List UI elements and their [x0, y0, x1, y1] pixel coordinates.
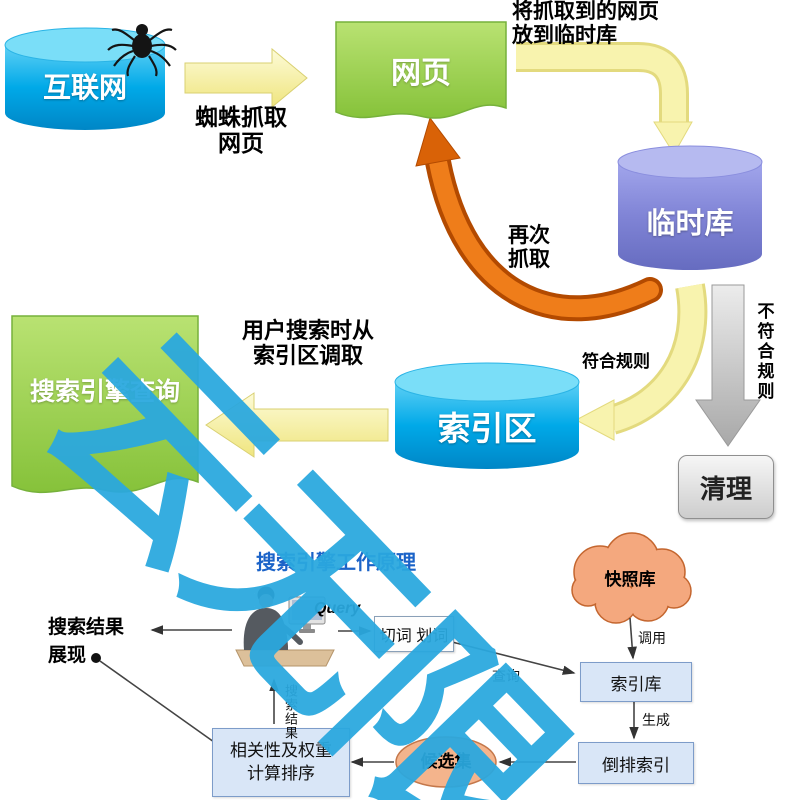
match-rule-arrow [574, 283, 708, 441]
index-label: 索引区 [437, 410, 537, 447]
generate-label: 生成 [642, 712, 670, 728]
search-query-label: 搜索引擎查询 [29, 378, 180, 406]
to-temp-note-line2: 放到临时库 [512, 24, 617, 48]
rank-label-line2: 计算排序 [247, 763, 315, 783]
index-lib-box: 索引库 [580, 662, 692, 702]
index-cylinder [394, 362, 580, 469]
rank-label: 相关性及权重 计算排序 [230, 740, 332, 784]
webpage-shape [335, 21, 507, 119]
query-label: Query [314, 600, 361, 617]
internet-label: 互联网 [42, 72, 127, 103]
clean-box: 清理 [678, 455, 774, 519]
candidate-ellipse [395, 736, 497, 788]
rank-label-line1: 相关性及权重 [230, 741, 332, 761]
segment-label: 切词 划词 [379, 628, 449, 645]
index-lib-label: 索引库 [610, 674, 662, 694]
not-match-label: 不符合规则 [754, 302, 774, 402]
to-temp-note-line1: 将抓取到的网页 [512, 0, 659, 23]
crawl-arrow-label: 蜘蛛抓取 网页 [183, 104, 299, 157]
candidate-label: 候选集 [420, 752, 472, 771]
fetch-note-line2: 索引区调取 [252, 343, 363, 369]
user-at-computer-icon [235, 586, 335, 667]
crawl-arrow [184, 47, 308, 109]
snapshot-label: 快照库 [604, 570, 656, 589]
result-dot [91, 653, 101, 663]
recrawl-arrow [415, 116, 663, 322]
result-text-line1: 搜索结果 [48, 617, 125, 638]
cloud-index-label: 调用 [638, 630, 666, 646]
not-match-arrow [695, 284, 761, 447]
result-text-line2: 展现 [48, 644, 87, 666]
crawl-arrow-label-line2: 网页 [218, 130, 264, 157]
rank-up-label: 搜索结果 [283, 684, 298, 740]
to-temp-arrow [516, 42, 693, 155]
inverted-index-box: 倒排索引 [578, 742, 694, 784]
spider-icon [107, 24, 177, 77]
segment-to-index-arrow [451, 641, 576, 675]
fetch-arrow [205, 392, 389, 458]
temp-label: 临时库 [646, 208, 734, 240]
bottom-title: 搜索引擎工作原理 [256, 552, 416, 574]
result-text: 搜索结果 展现 [48, 614, 148, 669]
recrawl-label-line2: 抓取 [508, 248, 550, 272]
internet-cylinder [4, 27, 166, 130]
search-query-shape [11, 315, 199, 494]
inverted-index-label: 倒排索引 [602, 755, 670, 775]
temp-cylinder [617, 145, 763, 270]
segment-box: 切词 划词 [374, 616, 454, 652]
to-temp-note: 将抓取到的网页 放到临时库 [512, 0, 722, 48]
rank-to-result-line [99, 660, 215, 743]
crawl-arrow-label-line1: 蜘蛛抓取 [195, 104, 287, 130]
clean-label: 清理 [699, 473, 752, 504]
match-rule-label: 符合规则 [582, 352, 650, 371]
snapshot-cloud-shape [571, 532, 692, 624]
recrawl-label-line1: 再次 [508, 224, 550, 247]
fetch-note-line1: 用户搜索时从 [241, 318, 374, 343]
rank-box: 相关性及权重 计算排序 [212, 728, 350, 797]
recrawl-label: 再次 抓取 [496, 224, 562, 272]
lookup-label: 查询 [492, 668, 520, 684]
webpage-label: 网页 [391, 57, 451, 90]
fetch-note: 用户搜索时从 索引区调取 [220, 318, 396, 369]
cloud-index-arrow [627, 617, 637, 660]
